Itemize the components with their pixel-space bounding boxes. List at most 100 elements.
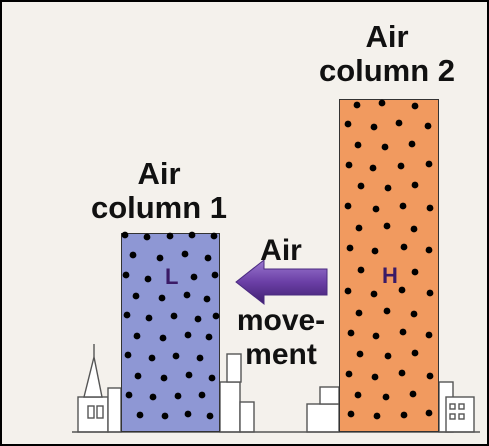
- air-particle-dot: [132, 292, 140, 300]
- air-particle-dot: [411, 181, 419, 189]
- air-particle-dot: [148, 354, 156, 362]
- air-particle-dot: [355, 224, 363, 232]
- air-particle-dot: [190, 273, 198, 281]
- air-particle-dot: [149, 393, 157, 401]
- air-particle-dot: [172, 352, 180, 360]
- air-particle-dot: [160, 374, 168, 382]
- movement-label-line2: move-: [236, 304, 326, 337]
- air-particle-dot: [373, 412, 381, 420]
- air-particle-dot: [411, 268, 419, 276]
- air-particle-dot: [382, 393, 390, 401]
- air-particle-dot: [345, 370, 353, 378]
- air-particle-dot: [345, 161, 353, 169]
- air-particle-dot: [159, 334, 167, 342]
- movement-label-line1: Air: [260, 234, 302, 267]
- church-steeple: [83, 356, 103, 398]
- air-particle-dot: [383, 222, 391, 230]
- air-particle-dot: [183, 291, 191, 299]
- air-particle-dot: [125, 391, 133, 399]
- air-particle-dot: [426, 372, 434, 380]
- air-particle-dot: [356, 350, 364, 358]
- air-particle-dot: [124, 351, 132, 359]
- column-1-title-line2: column 1: [90, 190, 228, 225]
- air-particle-dot: [409, 390, 417, 398]
- air-particle-dot: [210, 232, 218, 240]
- air-particle-dot: [188, 231, 196, 239]
- air-particle-dot: [357, 182, 365, 190]
- air-particle-dot: [184, 410, 192, 418]
- air-particle-dot: [194, 315, 202, 323]
- air-particle-dot: [206, 412, 214, 420]
- air-particle-dot: [410, 310, 418, 318]
- air-column-2: [339, 99, 439, 432]
- air-particle-dot: [410, 225, 418, 233]
- air-particle-dot: [357, 266, 365, 274]
- air-particle-dot: [424, 122, 432, 130]
- air-particle-dot: [204, 254, 212, 262]
- air-particle-dot: [122, 271, 130, 279]
- air-particle-dot: [174, 392, 182, 400]
- air-particle-dot: [372, 205, 380, 213]
- air-particle-dot: [196, 354, 204, 362]
- air-particle-dot: [400, 243, 408, 251]
- air-column-1: [121, 233, 220, 432]
- air-particle-dot: [425, 331, 433, 339]
- air-particle-dot: [411, 102, 419, 110]
- air-particle-dot: [129, 251, 137, 259]
- column-1-title: Air column 1: [74, 157, 244, 225]
- air-particle-dot: [400, 411, 408, 419]
- air-particle-dot: [397, 162, 405, 170]
- air-particle-dot: [353, 101, 361, 109]
- air-particle-dot: [355, 309, 363, 317]
- column-2-title-line2: column 2: [318, 53, 456, 88]
- air-particle-dot: [378, 99, 386, 107]
- air-particle-dot: [170, 312, 178, 320]
- air-particle-dot: [398, 286, 406, 294]
- air-movement-label: Air move- ment: [226, 234, 336, 372]
- air-particle-dot: [133, 332, 141, 340]
- high-pressure-label: H: [382, 263, 398, 288]
- air-particle-dot: [203, 295, 211, 303]
- air-particle-dot: [372, 332, 380, 340]
- air-particle-dot: [370, 123, 378, 131]
- air-particle-dot: [185, 371, 193, 379]
- column-2-title-line1: Air: [365, 19, 409, 54]
- air-particle-dot: [144, 275, 152, 283]
- air-particle-dot: [347, 329, 355, 337]
- air-particle-dot: [205, 333, 213, 341]
- movement-label-line3: ment: [245, 338, 317, 371]
- air-particle-dot: [346, 244, 354, 252]
- air-particle-dot: [411, 349, 419, 357]
- air-particle-dot: [426, 204, 434, 212]
- air-particle-dot: [134, 372, 142, 380]
- air-particle-dot: [383, 307, 391, 315]
- air-particle-dot: [181, 250, 189, 258]
- air-particle-dot: [399, 328, 407, 336]
- column-2-title: Air column 2: [292, 20, 482, 88]
- air-particle-dot: [371, 247, 379, 255]
- air-particle-dot: [344, 202, 352, 210]
- air-particle-dot: [156, 254, 164, 262]
- air-particle-dot: [143, 233, 151, 241]
- air-particle-dot: [166, 232, 174, 240]
- air-particle-dot: [384, 352, 392, 360]
- air-particle-dot: [369, 164, 377, 172]
- low-pressure-label: L: [165, 264, 179, 289]
- air-particle-dot: [354, 141, 362, 149]
- air-particle-dot: [184, 331, 192, 339]
- air-particle-dot: [381, 143, 389, 151]
- air-particle-dot: [121, 231, 129, 239]
- air-particle-dot: [398, 369, 406, 377]
- air-particle-dot: [211, 271, 219, 279]
- air-particle-dot: [198, 391, 206, 399]
- air-particle-dot: [347, 410, 355, 418]
- air-particle-dot: [212, 312, 220, 320]
- air-particle-dot: [371, 373, 379, 381]
- air-particle-dot: [370, 290, 378, 298]
- air-particle-dot: [344, 120, 352, 128]
- left-arrow-icon: [235, 258, 328, 306]
